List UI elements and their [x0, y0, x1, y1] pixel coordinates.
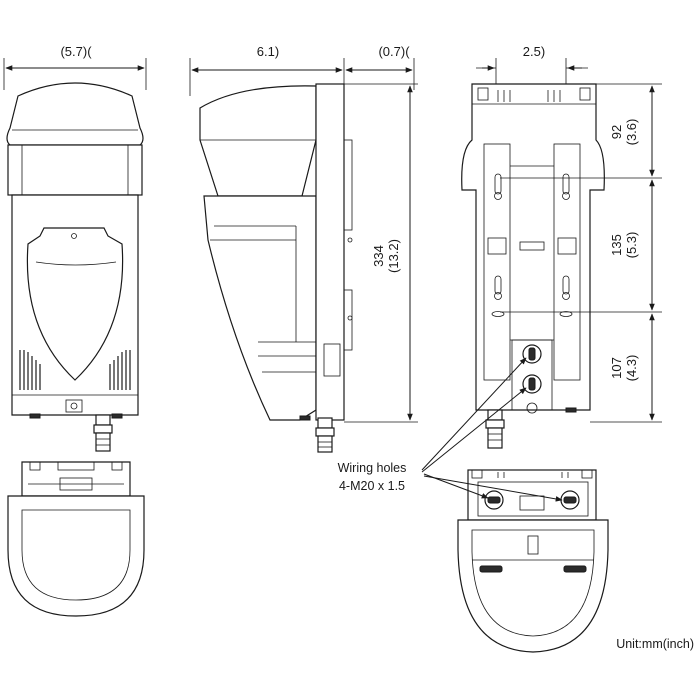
callout-line1: Wiring holes: [338, 461, 407, 475]
keyhole-slot-upper-left: [494, 173, 502, 200]
bracket-depth-label: (0.7)(: [378, 44, 410, 59]
wiring-hole-upper: [522, 344, 542, 364]
front-view: (5.7)(: [3, 44, 147, 452]
bottom-in-label: (4.3): [624, 355, 639, 382]
side-hood: [199, 85, 317, 197]
keyhole-slot-lower-right: [562, 275, 570, 300]
side-view: 6.1) (0.7)( 334 (13.2): [189, 44, 418, 453]
front-vent-left: [19, 350, 41, 390]
callout-line2: 4-M20 x 1.5: [339, 479, 405, 493]
top-in-label: (3.6): [624, 119, 639, 146]
side-cable-gland: [315, 417, 335, 453]
front-lens: [26, 227, 124, 381]
bottom-hood-right: [457, 519, 609, 653]
back-cable-gland: [485, 409, 505, 449]
back-rail-right: [553, 143, 581, 381]
back-width-label: 2.5): [523, 44, 545, 59]
side-depth-label: 6.1): [257, 44, 279, 59]
back-rail-left: [483, 143, 511, 381]
front-vent-right: [109, 350, 131, 390]
front-bottom-screw-icon: [70, 402, 78, 410]
height-in-label: (13.2): [386, 239, 401, 273]
keyhole-slot-upper-right: [562, 173, 570, 200]
side-body: [203, 195, 317, 421]
height-mm-label: 334: [371, 245, 386, 267]
bottom-view-right: [457, 469, 609, 653]
bottom-wiring-hole-left: [484, 490, 504, 510]
front-hood: [6, 82, 144, 146]
bottom-view-left: [7, 461, 145, 617]
front-upper-body: [7, 144, 143, 196]
mid-mm-label: 135: [609, 234, 624, 256]
top-mm-label: 92: [609, 125, 624, 139]
wiring-holes-callout: Wiring holes 4-M20 x 1.5: [338, 357, 563, 502]
bottom-wiring-hole-right: [560, 490, 580, 510]
back-body: [461, 83, 605, 411]
wiring-hole-lower: [522, 374, 542, 394]
bottom-mm-label: 107: [609, 357, 624, 379]
back-screw-icon: [526, 402, 538, 414]
bottom-hood-left: [7, 495, 145, 617]
keyhole-slot-lower-left: [494, 275, 502, 300]
back-view: 2.5): [461, 44, 662, 449]
front-cable-gland: [93, 414, 113, 452]
front-screw-icon: [71, 233, 77, 239]
front-width-label: (5.7)(: [60, 44, 92, 59]
unit-note: Unit:mm(inch): [616, 637, 694, 651]
mid-in-label: (5.3): [624, 232, 639, 259]
